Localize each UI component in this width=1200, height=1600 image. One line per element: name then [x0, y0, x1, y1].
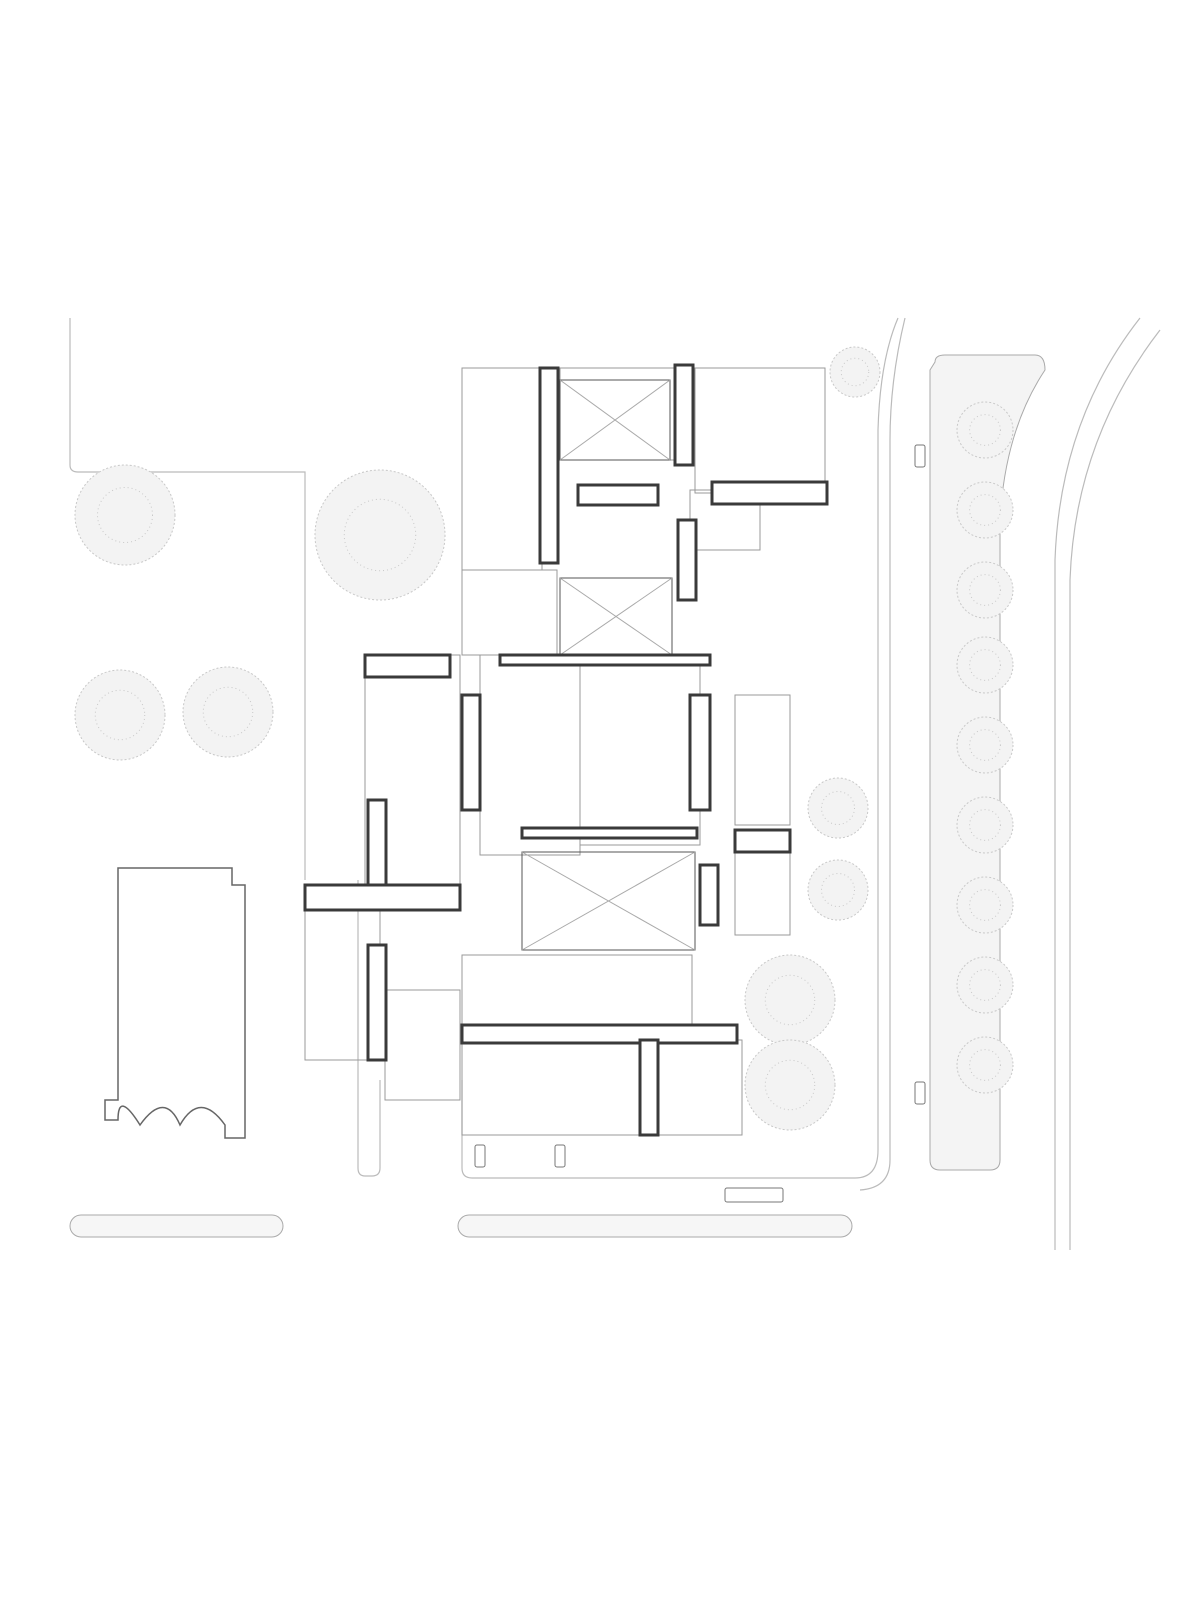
core-wall [576, 483, 660, 507]
void-diagonal [521, 851, 696, 951]
room [579, 654, 701, 846]
tree-canopy [969, 969, 1001, 1001]
tree-canopy [821, 791, 855, 825]
void-diagonal [559, 577, 673, 656]
core-wall [538, 366, 560, 565]
tree [956, 716, 1014, 774]
core-wall [303, 883, 462, 912]
tree-canopy [343, 498, 417, 572]
tree-canopy [969, 574, 1001, 606]
church-outline [104, 867, 246, 1139]
core-wall [733, 828, 792, 854]
tree [956, 876, 1014, 934]
site-boundary [69, 317, 1161, 1250]
tree-canopy [764, 974, 816, 1026]
trees [74, 346, 1014, 1131]
core-wall [363, 653, 452, 679]
tree [74, 464, 176, 566]
room [694, 367, 826, 494]
room [479, 654, 581, 856]
core-wall [638, 1038, 660, 1137]
void-outline [521, 851, 696, 951]
tree [74, 669, 166, 761]
tree-canopy [969, 1049, 1001, 1081]
core-wall [366, 943, 388, 1062]
car [914, 1081, 926, 1105]
core-wall [698, 863, 720, 927]
core-wall [520, 826, 699, 840]
room [734, 839, 791, 936]
room [384, 989, 461, 1101]
tree-canopy [202, 686, 254, 738]
tree [956, 796, 1014, 854]
core-wall [688, 693, 712, 812]
bottom-planters [69, 1214, 853, 1238]
tree [829, 346, 881, 398]
tree-canopy [840, 357, 870, 387]
car [724, 1187, 784, 1203]
room [461, 954, 693, 1026]
tree [956, 636, 1014, 694]
tree-canopy [969, 729, 1001, 761]
tree-canopy [969, 889, 1001, 921]
tree-canopy [97, 487, 153, 543]
room [461, 1039, 743, 1136]
car [474, 1144, 486, 1168]
tree [182, 666, 274, 758]
tree-canopy [821, 873, 855, 907]
tree [807, 859, 869, 921]
tree [956, 401, 1014, 459]
tree-canopy [94, 689, 146, 741]
tree [956, 481, 1014, 539]
room [461, 367, 543, 571]
tree-canopy [764, 1059, 816, 1111]
car [914, 444, 926, 468]
tree-canopy [969, 494, 1001, 526]
core-wall [673, 363, 695, 467]
car [554, 1144, 566, 1168]
void-outline [559, 379, 671, 461]
tree-canopy [969, 809, 1001, 841]
tree [744, 1039, 836, 1131]
tree-canopy [969, 414, 1001, 446]
core-wall [460, 693, 482, 812]
core-wall [366, 798, 388, 892]
room [734, 694, 791, 826]
tree [956, 956, 1014, 1014]
tree [956, 1036, 1014, 1094]
tree [807, 777, 869, 839]
core-wall [676, 518, 698, 602]
core-wall [710, 480, 829, 506]
room [559, 367, 681, 461]
tree [956, 561, 1014, 619]
core-wall [498, 653, 712, 667]
room [461, 569, 558, 656]
void-diagonal [559, 379, 671, 461]
parked-cars [474, 444, 926, 1203]
core-wall [460, 1023, 739, 1045]
tree [744, 954, 836, 1046]
tree [314, 469, 446, 601]
structural-walls [303, 363, 829, 1137]
tree-canopy [969, 649, 1001, 681]
